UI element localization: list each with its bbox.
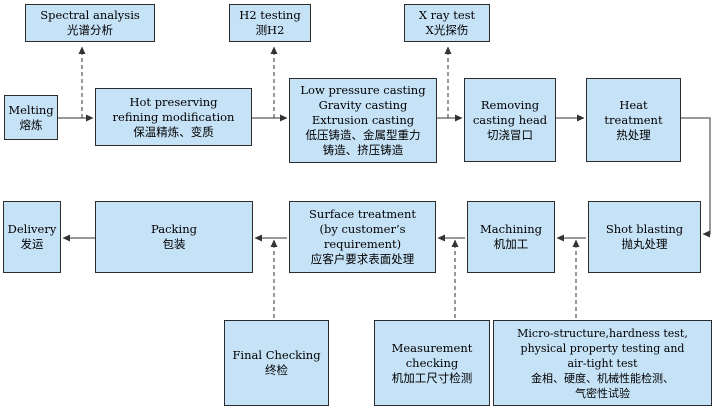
box-text: Shot blasting (605, 222, 684, 236)
box-text: 热处理 (616, 127, 651, 142)
box-text: refining modification (112, 109, 235, 124)
box-text: Removing (480, 97, 540, 112)
final-checking-box: Final Checking 终检 (224, 320, 329, 406)
box-text: Micro-structure,hardness test, (517, 326, 688, 340)
box-text: 低压铸造、金属型重力 (305, 128, 421, 142)
box-text: 包装 (162, 237, 186, 251)
box-text: treatment (604, 112, 663, 127)
casting-box: Low pressure casting Gravity casting Ext… (289, 78, 437, 163)
box-text: Final Checking (232, 348, 321, 362)
micro-structure-testing-box: Micro-structure,hardness test, physical … (493, 320, 712, 406)
box-text: X光探伤 (425, 23, 469, 37)
measurement-checking-box: Measurement checking 机加工尺寸检测 (374, 320, 490, 406)
spectral-analysis-box: Spectral analysis 光谱分析 (25, 4, 155, 42)
box-text: requirement) (323, 237, 402, 251)
box-text: Heat (619, 97, 648, 112)
box-text: Surface treatment (309, 207, 416, 221)
box-text: Melting (8, 102, 54, 117)
box-text: H2 testing (239, 8, 301, 22)
box-text: physical property testing and (520, 341, 685, 355)
box-text: casting head (472, 112, 548, 127)
packing-box: Packing 包装 (95, 201, 253, 273)
box-text: 金相、硬度、机械性能检测、 (531, 371, 674, 385)
box-text: 铸造、挤压铸造 (322, 143, 404, 157)
box-text: 测H2 (255, 23, 285, 37)
box-text: 应客户要求表面处理 (310, 252, 415, 266)
box-text: 机加工尺寸检测 (391, 370, 473, 385)
box-text: Extrusion casting (311, 113, 415, 127)
box-text: 熔炼 (19, 117, 43, 132)
box-text: 机加工 (493, 237, 529, 251)
box-text: Gravity casting (318, 98, 408, 112)
box-text: Delivery (7, 222, 57, 236)
box-text: Packing (151, 222, 197, 236)
box-text: 气密性试验 (575, 386, 630, 400)
machining-box: Machining 机加工 (467, 201, 555, 273)
box-text: Machining (479, 222, 542, 236)
melting-box: Melting 熔炼 (4, 95, 58, 140)
box-text: 保温精炼、变质 (133, 124, 214, 139)
box-text: 抛丸处理 (621, 237, 668, 251)
surface-treatment-box: Surface treatment (by customer’s require… (289, 201, 436, 273)
box-text: X ray test (418, 8, 476, 22)
box-text: Measurement (391, 340, 473, 355)
box-text: Spectral analysis (40, 8, 140, 22)
box-text: 切浇冒口 (487, 127, 533, 142)
heat-treatment-box: Heat treatment 热处理 (586, 78, 681, 162)
xray-test-box: X ray test X光探伤 (404, 4, 490, 42)
h2-testing-box: H2 testing 测H2 (229, 4, 311, 42)
delivery-box: Delivery 发运 (3, 201, 61, 273)
box-text: 光谱分析 (67, 23, 113, 37)
box-text: Low pressure casting (300, 83, 426, 97)
box-text: checking (405, 355, 459, 370)
box-text: Hot preserving (129, 94, 218, 109)
box-text: 发运 (20, 237, 44, 251)
hot-preserving-box: Hot preserving refining modification 保温精… (95, 88, 252, 146)
box-text: air-tight test (567, 356, 638, 370)
arrow-heat-to-shot (681, 117, 711, 238)
box-text: (by customer’s (319, 222, 406, 236)
shot-blasting-box: Shot blasting 抛丸处理 (588, 201, 701, 273)
removing-casting-head-box: Removing casting head 切浇冒口 (464, 78, 556, 162)
box-text: 终检 (265, 363, 288, 377)
